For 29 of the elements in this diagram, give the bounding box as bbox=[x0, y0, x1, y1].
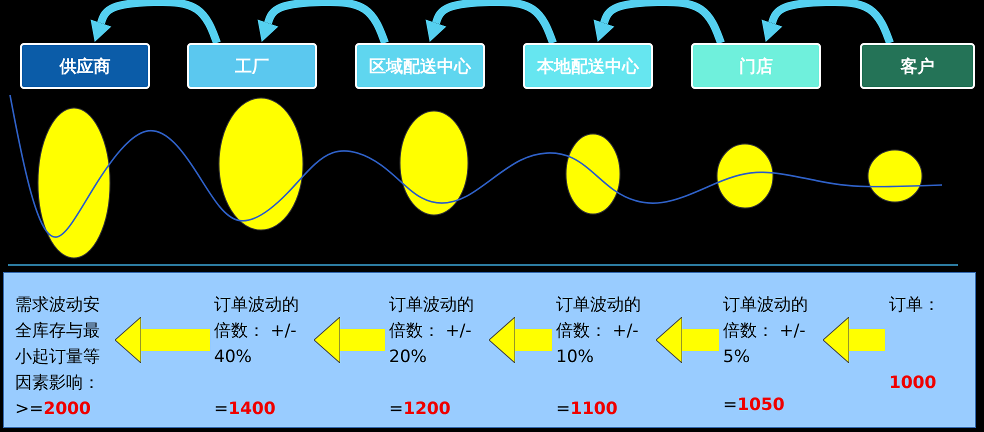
curved-arrow bbox=[258, 0, 389, 44]
supply-chain-box: 工厂 bbox=[187, 43, 317, 89]
description-text: 订单波动的倍数： +/- 40% bbox=[214, 294, 300, 369]
value-text: =1400 bbox=[214, 398, 276, 421]
supply-chain-box: 门店 bbox=[691, 43, 821, 89]
description-text: 订单波动的倍数： +/- 5% bbox=[723, 294, 809, 369]
info-panel bbox=[3, 272, 976, 428]
block-arrow bbox=[822, 316, 885, 364]
curved-arrow bbox=[426, 0, 557, 44]
description-text: 订单波动的倍数： +/- 10% bbox=[556, 294, 642, 369]
supply-chain-box: 区域配送中心 bbox=[355, 43, 485, 89]
supply-chain-box: 供应商 bbox=[20, 43, 150, 89]
supply-chain-box: 本地配送中心 bbox=[523, 43, 653, 89]
value-text: =1200 bbox=[389, 398, 451, 421]
description-text: 订单波动的倍数： +/- 20% bbox=[389, 294, 475, 369]
block-arrow bbox=[314, 316, 385, 364]
description-text: 订单： bbox=[889, 294, 940, 317]
value-text: >=2000 bbox=[15, 398, 91, 421]
description-text: 需求波动安全库存与最小起订量等因素影响： bbox=[15, 294, 101, 395]
curved-arrow bbox=[90, 0, 221, 44]
curved-arrow bbox=[762, 0, 894, 44]
curved-arrow bbox=[594, 0, 725, 44]
supply-chain-box: 客户 bbox=[860, 43, 975, 89]
value-text: =1100 bbox=[556, 398, 618, 421]
value-text: 1000 bbox=[889, 372, 936, 395]
block-arrow bbox=[656, 316, 719, 364]
block-arrow bbox=[488, 316, 552, 364]
block-arrow bbox=[114, 316, 210, 364]
value-text: =1050 bbox=[723, 394, 785, 417]
